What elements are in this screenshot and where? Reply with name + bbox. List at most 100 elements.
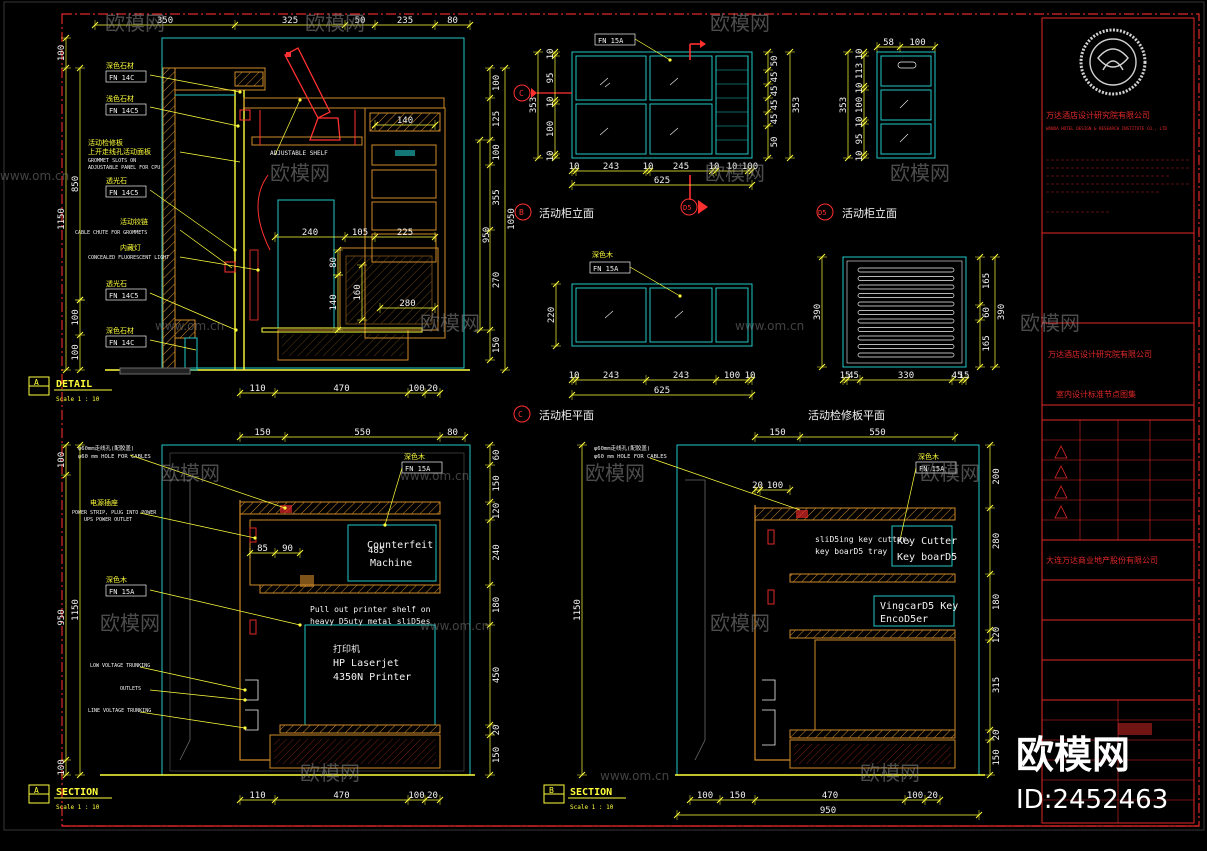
detail-left-dimension: 1150 [57,208,67,230]
elevation-d5-dimension: 100 [855,97,865,113]
plan-c-title: C 活动柜平面 [513,405,594,423]
vent-slot [857,284,955,290]
title-block: 万达酒店设计研究院有限公司 WANDA HOTEL DESIGN & RESEA… [1041,17,1195,824]
section-a-dimension: 150 [492,475,502,491]
plan-c-tag: C [518,410,523,419]
panel-plan-dimension: 15 [959,371,970,381]
detail-left-dimension: 100 [57,45,67,61]
section-a-dimension: 485 [368,546,384,556]
section-b-dimension: 100 [767,481,783,491]
elevation-b-dimension: 245 [673,162,689,172]
detail-note: CONCEALED FLUORESCENT LIGHT [88,255,169,261]
detail-left-dimension: 850 [71,176,81,192]
section-a-dimension: 85 [257,544,268,554]
section-a-text: φ60mm走线孔(配胶盖)φ60 mm HOLE FOR CABLES电源插座P… [72,444,443,730]
section-b-dimension: 120 [992,627,1002,643]
section-a-name: SECTION [56,787,98,798]
section-a-note: OUTLETS [120,686,141,692]
watermark-url: www.om.cn [400,469,469,483]
section-a-tag: A [34,786,39,795]
elevation-d5-dimension: 113 [855,63,865,79]
detail-bottom-dimension: 110 [249,384,265,394]
title-block-company2: 万达酒店设计研究院有限公司 [1048,349,1152,359]
elevation-b-dimension: 45 [770,72,780,83]
detail-a-title: A DETAIL Scale 1 : 10 [28,376,112,403]
title-block-company: 万达酒店设计研究院有限公司 [1046,110,1150,120]
plan-c-dimension: 100 [724,371,740,381]
title-block-owner: 大连万达商业地产股份有限公司 [1046,555,1158,565]
detail-right-dimension: 355 [492,189,502,205]
elevation-b-title: B 活动柜立面 [514,203,594,221]
watermark-text: 欧模网 [420,311,480,335]
elevation-d5-dimension: 95 [855,134,865,145]
detail-top-dimension: 325 [282,16,298,26]
equipment-label: EncoD5er [880,614,928,625]
detail-note: CABLE CHUTE FOR GROMMETS [75,230,147,236]
section-a-dimension: 150 [254,428,270,438]
panel-plan-drawing [842,256,967,368]
watermark-text: 欧模网 [305,11,365,35]
section-b-wood-code: FN 15A [919,465,945,473]
section-b-dimension: 950 [820,806,836,816]
section-b-dimension: 20 [992,730,1002,741]
title-block-company-en: WANDA HOTEL DESIGN & RESEARCH INSTITUTE … [1046,126,1167,131]
detail-top-dimension: 80 [447,16,458,26]
detail-inner-dimension: 140 [329,294,339,310]
section-a-dimension: 240 [492,544,502,560]
section-a-dimension: 1150 [71,599,81,621]
elevation-b-drawing: D5 C FN 15A [513,33,753,216]
watermark-text: 欧模网 [705,161,765,185]
detail-inner-dimension: 280 [399,299,415,309]
detail-inner-dimension: 140 [397,116,413,126]
detail-note: GROMMET SLOTS ON [88,158,136,164]
section-b-dimension: 470 [822,791,838,801]
callout-material-code: FN 14C [109,74,134,82]
callout-material-label: 透光石 [106,176,127,185]
panel-plan-dimension: 390 [997,304,1007,320]
elevation-d5-drawing [876,51,936,159]
watermark-text: 欧模网 [1020,311,1080,335]
svg-text:D5: D5 [683,204,691,212]
equipment-label: key boarD5 tray [815,547,887,556]
vent-slot [857,335,955,341]
equipment-label: Counterfeit [367,540,433,551]
detail-right-dimension: 100 [492,75,502,91]
section-a-dimension: 60 [492,450,502,461]
detail-left-dimension: 100 [71,344,81,360]
equipment-label: Pull out printer shelf on [310,605,431,614]
elevation-b-dimension: 10 [709,162,720,172]
section-b-note: φ60 mm HOLE FOR CABLES [594,454,667,460]
elevation-b-dimension: 353 [529,97,539,113]
elevation-b-dimension: 353 [792,97,802,113]
elevation-d5-tag: D5 [818,209,826,217]
watermark-url: www.om.cn [420,619,489,633]
detail-a-drawing [105,37,470,375]
section-a-dimension: 80 [447,428,458,438]
equipment-label: Key Cutter [897,536,957,547]
section-a-dimension: 90 [282,544,293,554]
equipment-label: Machine [370,558,412,569]
detail-top-dimension: 235 [397,16,413,26]
elevation-b-dimension: 10 [727,162,738,172]
section-a-note: φ60mm走线孔(配胶盖) [78,444,134,452]
sheet-frame [3,1,1205,831]
section-b-dimension: 150 [729,791,745,801]
elevation-b-dimension: 243 [603,162,619,172]
panel-plan-dimension: 165 [982,335,992,351]
elevation-d5-dimension: 10 [855,49,865,60]
section-b-dimension: 180 [992,594,1002,610]
vent-slot [857,293,955,298]
panel-plan-dimension: 45 [848,371,859,381]
plan-c-drawing: 深色木 FN 15A [571,250,753,347]
section-a-dimension: 20 [427,791,438,801]
vent-slot [857,301,955,307]
section-a-note: LINE VOLTAGE TRUNKING [88,708,151,714]
section-a-note: LOW VOLTAGE TRUNKING [90,663,150,669]
vent-slot [857,344,955,349]
section-a-dimension: 100 [408,791,424,801]
